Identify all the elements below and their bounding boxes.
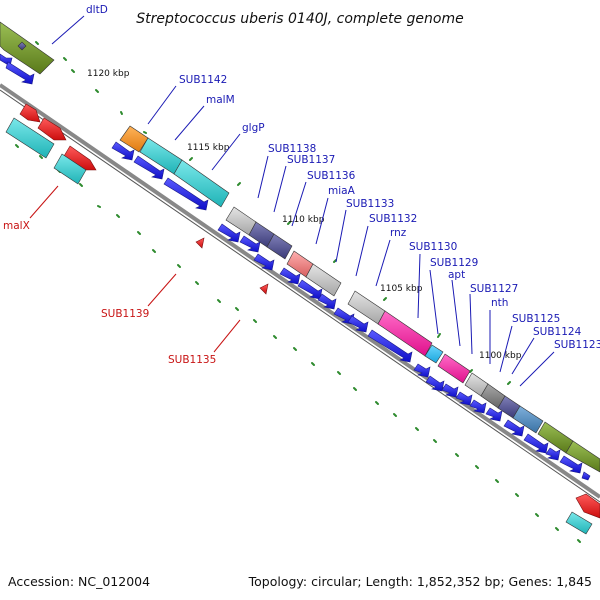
gene-label-SUB1142: SUB1142 xyxy=(179,74,227,86)
cds-arrow xyxy=(239,235,261,253)
cds-arrow xyxy=(5,61,35,85)
reverse-cds-marker xyxy=(195,237,205,249)
gene-label-SUB1136: SUB1136 xyxy=(307,170,356,182)
genome-summary-text: Topology: circular; Length: 1,852,352 bp… xyxy=(248,574,592,589)
cog-block-dltD-slate xyxy=(17,41,27,51)
cds-arrow xyxy=(133,155,165,180)
reverse-gene-labels: malX SUB1139 SUB1135 xyxy=(3,220,216,366)
cog-block-SUB1130 xyxy=(424,344,444,364)
gene-label-SUB1127: SUB1127 xyxy=(470,283,518,295)
cog-block-malX xyxy=(5,117,55,159)
cds-arrow xyxy=(367,329,413,363)
cog-block-SUB1129 xyxy=(437,353,471,384)
ruler-label-1100: 1100 kbp xyxy=(479,351,522,361)
cds-arrow xyxy=(523,433,549,454)
gene-label-miaA: miaA xyxy=(328,185,356,197)
gene-label-SUB1135: SUB1135 xyxy=(168,354,216,366)
reverse-cds-track xyxy=(19,103,600,519)
cds-arrow xyxy=(559,455,583,474)
reverse-cds-arrow xyxy=(575,493,600,519)
cog-block-SUB1125 xyxy=(512,405,544,434)
reverse-cds-arrow xyxy=(19,103,41,123)
cds-arrow xyxy=(581,471,591,481)
cds-arrow xyxy=(347,315,369,333)
gene-label-nth: nth xyxy=(491,297,508,309)
cog-block-dltD-region xyxy=(0,21,55,75)
cds-arrow xyxy=(297,279,323,300)
gene-label-apt: apt xyxy=(448,269,465,281)
gene-label-dltD: dltD xyxy=(86,4,108,16)
cds-arrow xyxy=(413,363,431,378)
gene-label-SUB1133: SUB1133 xyxy=(346,198,394,210)
cds-arrow xyxy=(217,223,241,243)
forward-callouts xyxy=(51,15,555,387)
cds-arrow xyxy=(317,293,337,310)
cds-arrow xyxy=(111,141,135,161)
accession-text: Accession: NC_012004 xyxy=(8,574,150,589)
cog-block-malX-2 xyxy=(53,153,87,185)
cog-block-SUB1136 xyxy=(266,233,293,260)
cog-block-SUB1142 xyxy=(119,125,149,153)
cds-arrow xyxy=(163,177,209,211)
gene-label-SUB1139: SUB1139 xyxy=(101,308,149,320)
reverse-cog-band xyxy=(5,117,593,535)
ruler-label-1115: 1115 kbp xyxy=(187,143,230,153)
forward-gene-labels: dltD SUB1142 malM glgP SUB1138 SUB1137 S… xyxy=(86,4,600,351)
cds-arrow xyxy=(469,399,487,414)
cds-arrow xyxy=(441,383,459,398)
gene-label-rnz: rnz xyxy=(390,227,407,239)
cog-block-glgP xyxy=(173,159,230,208)
cog-feature-band xyxy=(0,21,600,473)
cds-arrow xyxy=(485,407,503,422)
map-title: Streptococcus uberis 0140J, complete gen… xyxy=(136,11,463,27)
cds-arrow xyxy=(253,253,275,271)
cog-block-SUB1123 xyxy=(565,440,600,473)
ruler-label-1105: 1105 kbp xyxy=(380,284,423,294)
reverse-cds-marker xyxy=(259,283,269,295)
gene-label-SUB1123: SUB1123 xyxy=(554,339,600,351)
reverse-callouts xyxy=(29,185,241,353)
gene-label-SUB1132: SUB1132 xyxy=(369,213,417,225)
gene-label-SUB1124: SUB1124 xyxy=(533,326,582,338)
gene-label-glgP: glgP xyxy=(242,122,265,134)
cds-arrow xyxy=(279,267,301,285)
genome-backbone xyxy=(0,83,600,503)
gene-label-malX: malX xyxy=(3,220,30,232)
gene-label-SUB1137: SUB1137 xyxy=(287,154,335,166)
cds-arrow xyxy=(503,419,525,437)
gene-label-SUB1129: SUB1129 xyxy=(430,257,478,269)
reverse-cds-arrow xyxy=(63,145,97,171)
cds-arrow xyxy=(455,391,473,406)
kbp-ruler: 1120 kbp 1115 kbp 1110 kbp 1105 kbp 1100… xyxy=(87,69,522,361)
gene-label-malM: malM xyxy=(206,94,235,106)
gene-label-SUB1125: SUB1125 xyxy=(512,313,560,325)
cds-arrow xyxy=(545,447,561,461)
gene-label-SUB1138: SUB1138 xyxy=(268,143,316,155)
gc-content-ticks xyxy=(15,41,581,543)
reverse-cds-arrow xyxy=(37,117,67,141)
cog-block-SUB1133 xyxy=(305,263,342,297)
gene-label-SUB1130: SUB1130 xyxy=(409,241,457,253)
cog-block-reverse-end xyxy=(565,511,593,535)
ruler-label-1120: 1120 kbp xyxy=(87,69,130,79)
forward-cds-track xyxy=(0,53,591,481)
cds-arrow xyxy=(425,375,445,392)
ruler-label-1110: 1110 kbp xyxy=(282,215,325,225)
